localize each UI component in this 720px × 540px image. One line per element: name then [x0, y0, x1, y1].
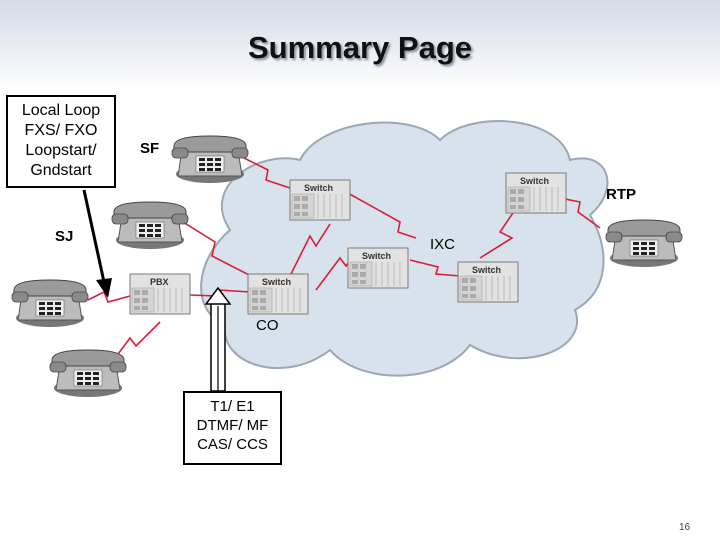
phone-rtp-icon	[605, 219, 683, 268]
rtp-label: RTP	[606, 186, 636, 203]
switch-co-label: Switch	[262, 277, 291, 287]
link-sf-switch	[243, 157, 297, 191]
local-loop-line: FXS/ FXO	[24, 122, 98, 139]
page-number: 16	[679, 522, 691, 533]
switch-sf-icon: Switch	[289, 179, 351, 221]
link-sj-switch	[182, 221, 256, 279]
link-sf-switch-to-ixc	[345, 191, 417, 239]
local-loop-arrow	[82, 189, 106, 283]
sf-label: SF	[140, 140, 160, 157]
switch-ixc-right-label: Switch	[472, 265, 501, 275]
trunk-signaling-box: T1/ E1 DTMF/ MF CAS/ CCS	[183, 391, 282, 465]
phone-sj-icon	[111, 201, 189, 250]
switch-ixc-left-label: Switch	[362, 251, 391, 261]
co-label: CO	[256, 317, 279, 334]
pbx-label: PBX	[150, 277, 169, 287]
page-title: Summary Page	[248, 30, 472, 65]
phone-left-icon	[11, 279, 89, 328]
link-phone-pbx-left	[87, 290, 131, 303]
local-loop-box: Local Loop FXS/ FXO Loopstart/ Gndstart	[6, 95, 116, 188]
link-co-sf-switch	[289, 223, 331, 277]
phone-sf-icon	[171, 135, 249, 184]
link-ixc-left-ixc-right	[409, 259, 461, 277]
local-loop-line: Gndstart	[30, 162, 92, 179]
title-background	[0, 0, 720, 90]
pbx-icon: PBX	[129, 273, 191, 315]
switch-sf-label: Switch	[304, 183, 333, 193]
switch-rtp-label: Switch	[520, 176, 549, 186]
link-phone-pbx-bottom	[111, 321, 161, 363]
local-loop-arrowhead	[96, 278, 112, 298]
trunk-line: DTMF/ MF	[196, 417, 269, 434]
switch-rtp-icon: Switch	[505, 172, 567, 214]
trunk-line: T1/ E1	[210, 398, 255, 415]
local-loop-line: Local Loop	[21, 102, 101, 119]
ixc-label: IXC	[430, 236, 456, 253]
switch-co-icon: Switch	[247, 273, 309, 315]
phone-bottom-icon	[49, 349, 127, 398]
sj-label: SJ	[55, 228, 74, 245]
trunk-line: CAS/ CCS	[197, 436, 268, 453]
switch-ixc-right-icon: Switch	[457, 261, 519, 303]
link-rtp-switch-to-ixc-right	[479, 209, 516, 259]
switch-ixc-left-icon: Switch	[347, 247, 409, 289]
local-loop-line: Loopstart/	[25, 142, 97, 159]
